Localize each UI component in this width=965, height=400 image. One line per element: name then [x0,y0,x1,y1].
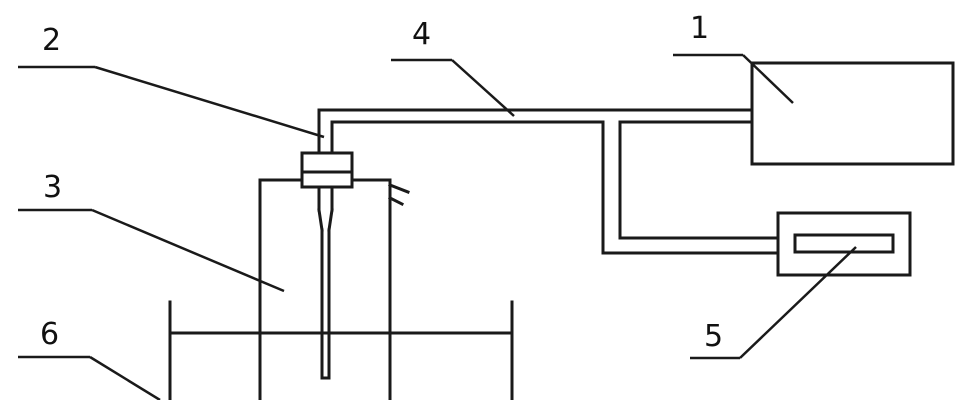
basin [168,300,514,400]
leader-lines [18,53,857,400]
label-5: 5 [704,319,723,354]
label-6: 6 [40,317,59,352]
fitting [300,151,354,189]
label-1: 1 [690,11,709,46]
probe-tube [317,108,334,380]
label-3: 3 [43,170,62,205]
label-4: 4 [412,17,431,52]
meter [776,211,912,277]
device-box [750,61,955,166]
label-2: 2 [42,23,61,58]
container [258,178,410,400]
connecting-pipe [317,108,780,255]
